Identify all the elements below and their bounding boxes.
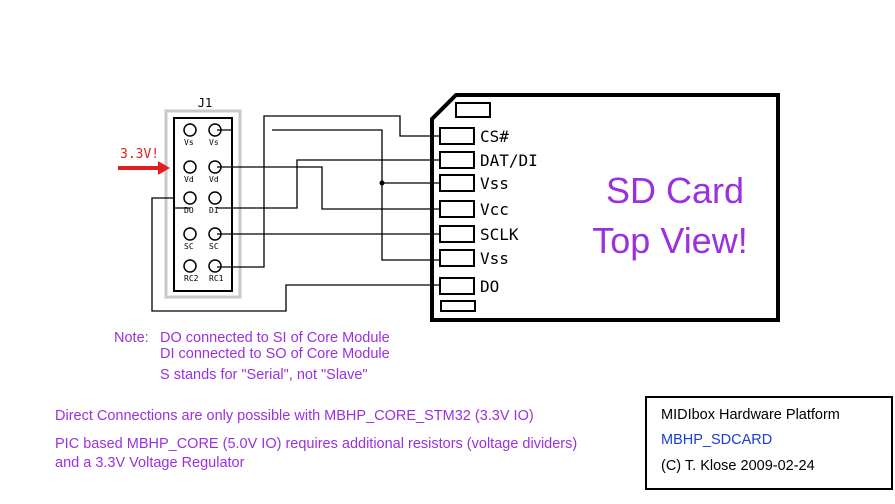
header-pin (183, 191, 197, 205)
sd-pad (439, 174, 475, 192)
header-pin-label: Vd (184, 175, 194, 184)
note-line-2: DI connected to SO of Core Module (160, 346, 390, 362)
sd-pad (439, 225, 475, 243)
wires (151, 115, 440, 312)
header-pin-label: Vs (184, 138, 194, 147)
header-pin (183, 259, 197, 273)
direct-note-1: Direct Connections are only possible wit… (55, 408, 534, 424)
sd-pad (439, 200, 475, 218)
header-pin-label: SC (209, 242, 219, 251)
title-block: MIDIbox Hardware Platform MBHP_SDCARD (C… (645, 396, 893, 490)
header-pin-label: RC2 (184, 274, 199, 283)
sd-pad (439, 127, 475, 145)
header-pin-label: SC (184, 242, 194, 251)
sd-pin-label: Vcc (480, 200, 509, 219)
sd-pad (439, 277, 475, 295)
header-pin-label: RC1 (209, 274, 224, 283)
connector-body (173, 117, 233, 292)
direct-note-3: and a 3.3V Voltage Regulator (55, 455, 245, 471)
sd-pad (439, 249, 475, 267)
sd-pin-label: DAT/DI (480, 151, 538, 170)
sd-title-line1: SD Card (606, 170, 744, 211)
header-pin (183, 123, 197, 137)
header-pin (208, 191, 222, 205)
title-module: MBHP_SDCARD (661, 432, 773, 448)
header-pin (208, 259, 222, 273)
header-pin (183, 227, 197, 241)
title-platform: MIDIbox Hardware Platform (661, 407, 840, 423)
sd-card-bottom-tab (440, 300, 476, 312)
header-pin-label: Vd (209, 175, 219, 184)
direct-note-2: PIC based MBHP_CORE (5.0V IO) requires a… (55, 436, 578, 452)
note-label: Note: (114, 330, 149, 346)
note-line-3: S stands for "Serial", not "Slave" (160, 367, 368, 383)
header-pin-label: Vs (209, 138, 219, 147)
sd-title-line2: Top View! (592, 220, 747, 261)
sd-pin-label: Vss (480, 174, 509, 193)
connector-ref: J1 (198, 96, 212, 110)
sd-card-outline (430, 93, 780, 322)
junction-dot (379, 180, 385, 186)
title-copyright: (C) T. Klose 2009-02-24 (661, 458, 815, 474)
supply-label: 3.3V! (120, 147, 159, 162)
supply-arrowhead (158, 161, 170, 175)
header-pin-label: DI (209, 206, 219, 215)
sd-pin-label: CS# (480, 127, 509, 146)
sd-card-notch (455, 102, 491, 118)
sd-pin-label: SCLK (480, 225, 519, 244)
note-line-1: DO connected to SI of Core Module (160, 330, 390, 346)
sd-pin-label: DO (480, 277, 499, 296)
sd-pin-label: Vss (480, 249, 509, 268)
header-pin-label: DO (184, 206, 194, 215)
header-pin (183, 160, 197, 174)
connector-outline (164, 109, 242, 299)
sd-pad (439, 151, 475, 169)
